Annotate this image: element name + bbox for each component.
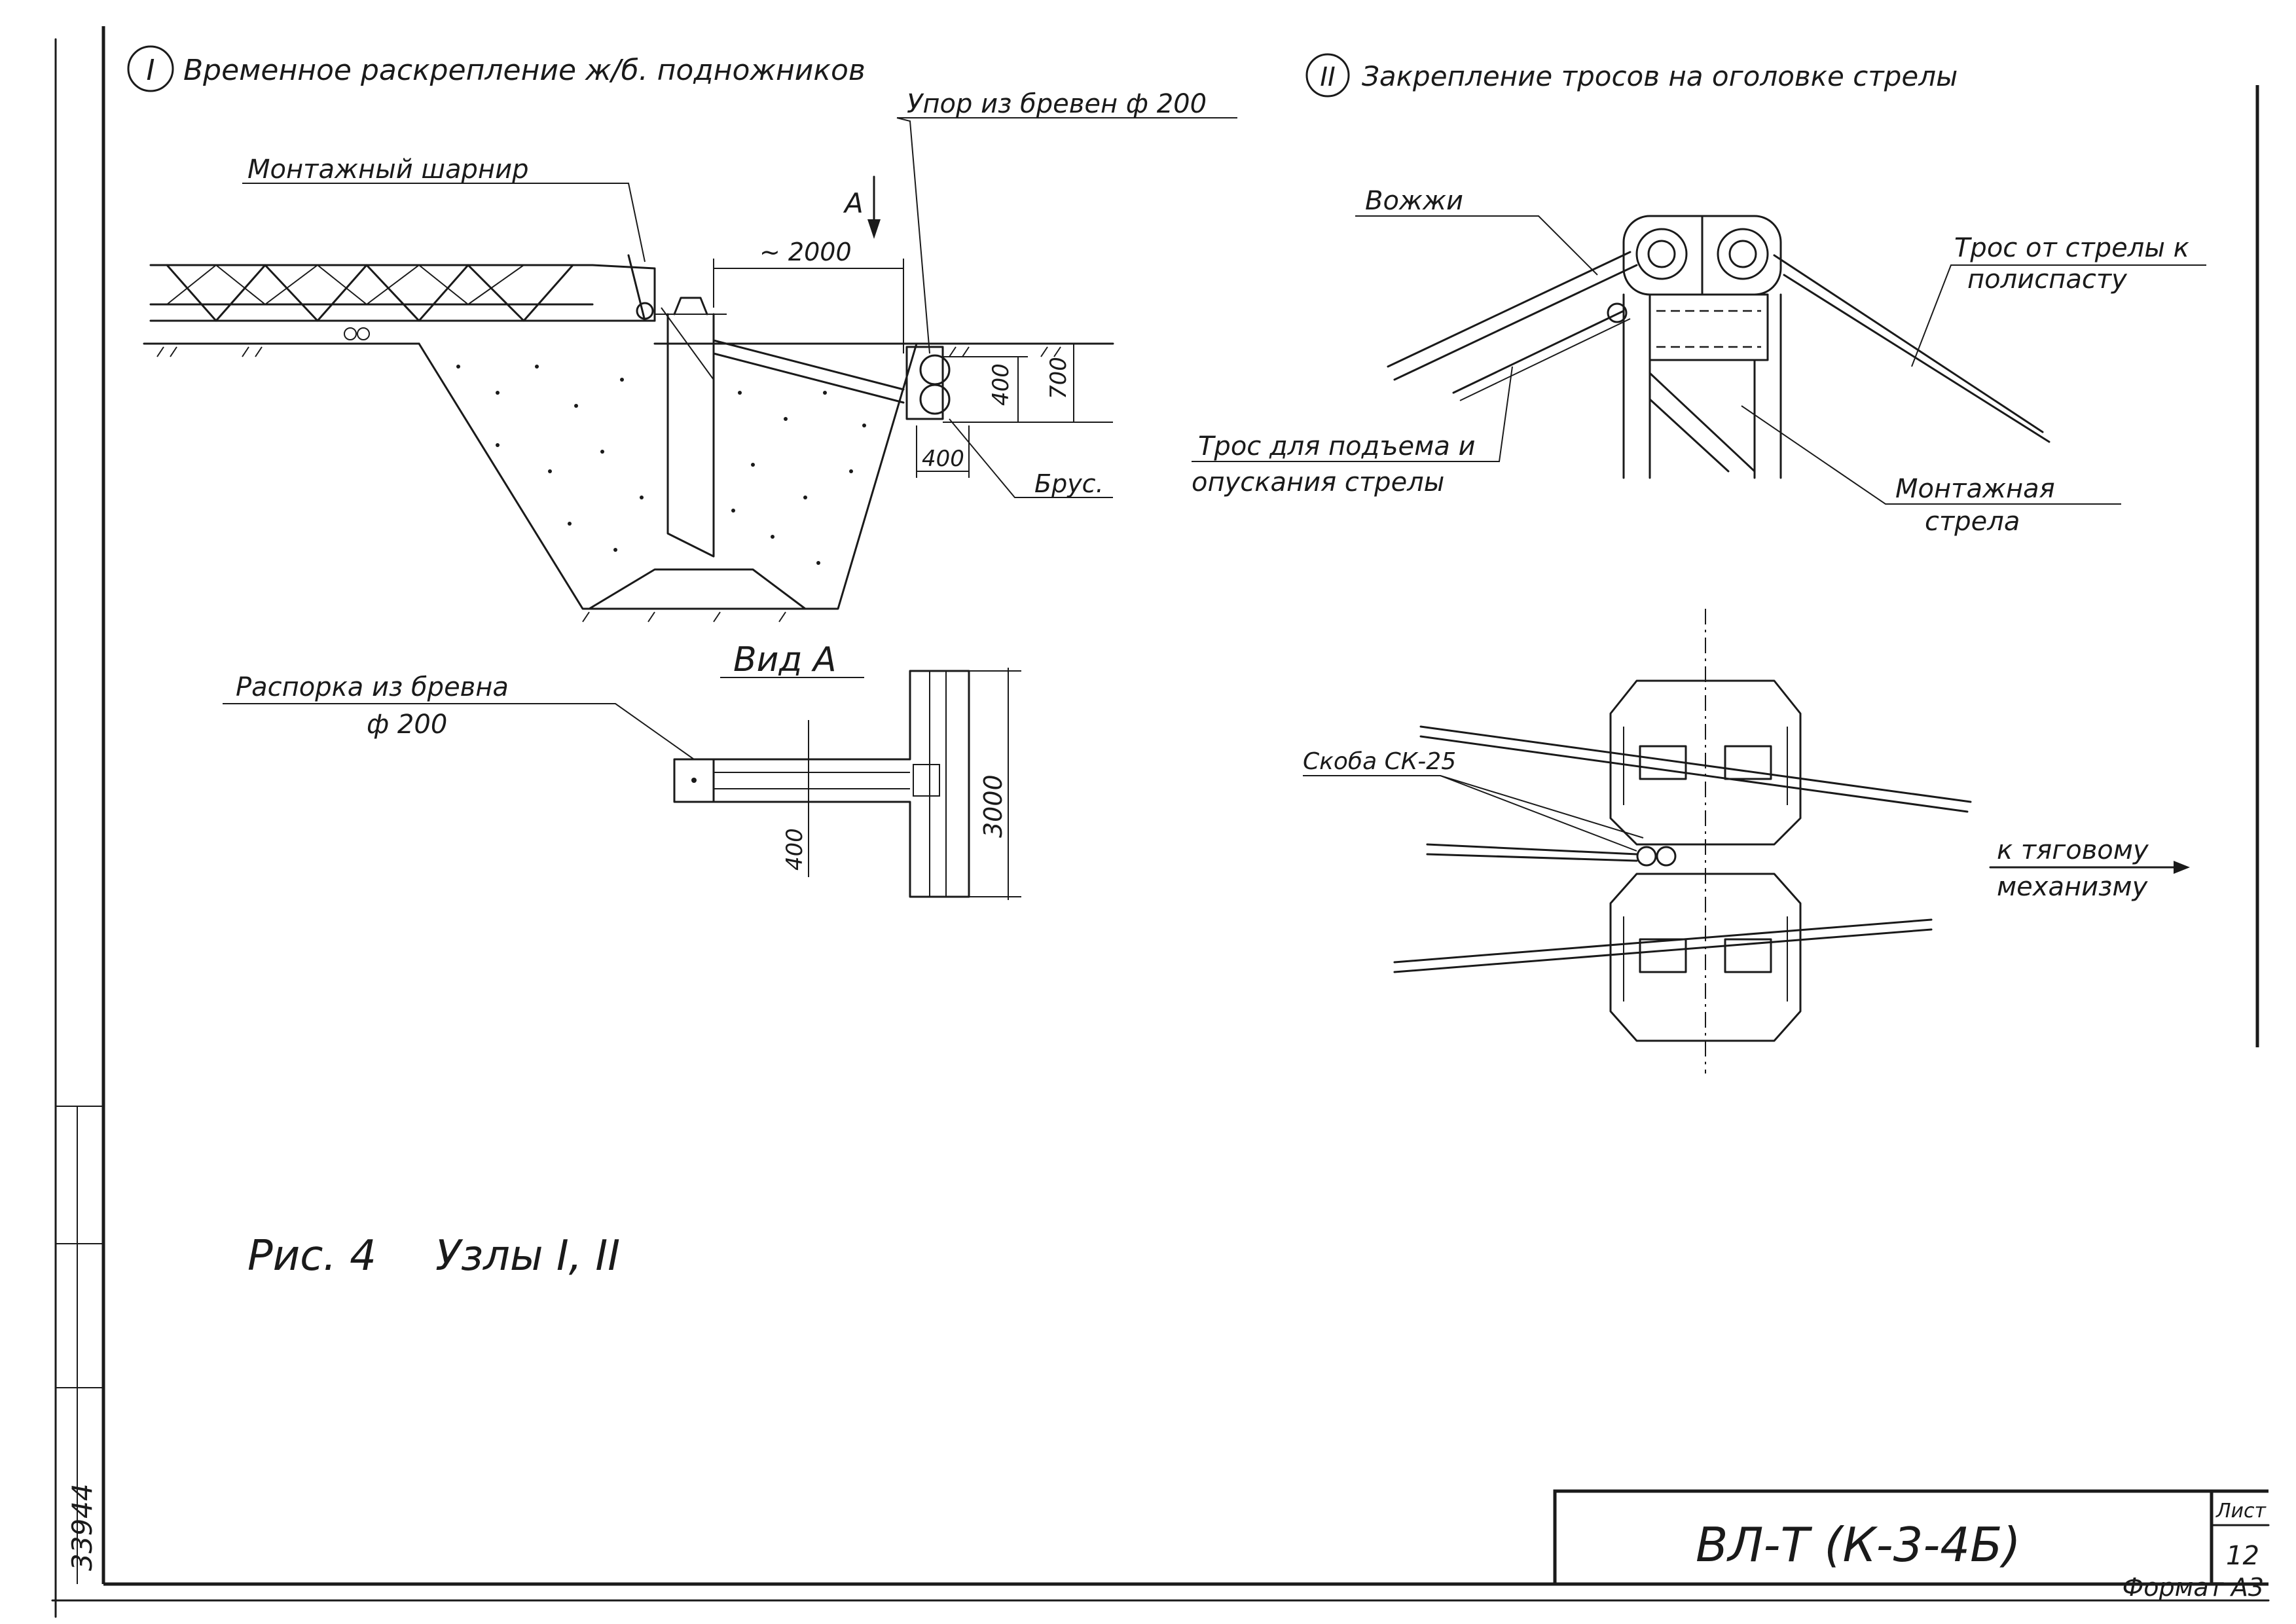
- truss-drawing: [143, 254, 656, 345]
- node-2-marker: II: [1320, 62, 1336, 92]
- dim-400: 400: [988, 363, 1014, 406]
- dim-2000: ~ 2000: [759, 238, 852, 266]
- boom-label-line2: стрела: [1925, 507, 2020, 537]
- strut-label-line1: Распорка из бревна: [236, 672, 509, 702]
- sheet-number: 12: [2226, 1541, 2259, 1571]
- boom-head-drawing: [1192, 215, 2206, 505]
- boom-label-line1: Монтажная: [1895, 474, 2055, 504]
- dim-400-base: 400: [922, 446, 964, 472]
- view-a-dim-400: 400: [782, 828, 808, 871]
- lift-cable-label-line1: Трос для подъема и: [1198, 431, 1476, 461]
- view-a-title: Вид А: [733, 640, 837, 679]
- cable-to-pulley-label-line1: Трос от стрелы к: [1954, 233, 2189, 263]
- figure-number: Рис. 4: [247, 1232, 376, 1280]
- node-1-header: [127, 45, 174, 92]
- figure-nodes: Узлы I, II: [435, 1232, 620, 1280]
- format-label: Формат А3: [2123, 1573, 2264, 1602]
- view-a-drawing: [223, 668, 1021, 900]
- beam-label: Брус.: [1034, 469, 1104, 498]
- head-plan-drawing: [1303, 609, 2190, 1074]
- to-mechanism-label-line1: к тяговому: [1997, 835, 2149, 865]
- reins-label: Вожжи: [1365, 186, 1463, 216]
- node-2-header: [1305, 53, 1350, 98]
- lift-cable-label-line2: опускания стрелы: [1192, 467, 1444, 497]
- view-a-marker: А: [843, 187, 864, 219]
- node-1-marker: I: [147, 54, 155, 87]
- sheet-label: Лист: [2215, 1500, 2267, 1523]
- strut-label-line2: ф 200: [367, 710, 447, 740]
- node-1-title: Временное раскрепление ж/б. подножников: [183, 54, 866, 87]
- to-mechanism-label-line2: механизму: [1997, 872, 2149, 902]
- sheet-frame: [51, 26, 2270, 1618]
- node-2-title: Закрепление тросов на оголовке стрелы: [1362, 60, 1958, 92]
- footing-drawing: [156, 117, 1237, 623]
- bracket-label: Скоба СК-25: [1303, 748, 1456, 775]
- title-block: [1553, 1489, 2270, 1584]
- cable-to-pulley-label-line2: полиспасту: [1967, 264, 2128, 295]
- ground-hatch: [156, 346, 1061, 623]
- inventory-number: 33944: [66, 1483, 98, 1571]
- concrete-hatch: [456, 365, 866, 565]
- stop-label: Упор из бревен ф 200: [907, 89, 1207, 119]
- view-a-dim-3000: 3000: [979, 774, 1008, 838]
- dim-700: 700: [1046, 357, 1072, 399]
- hinge-label: Монтажный шарнир: [247, 154, 528, 185]
- document-designation: ВЛ-Т (К-3-4Б): [1696, 1517, 2021, 1572]
